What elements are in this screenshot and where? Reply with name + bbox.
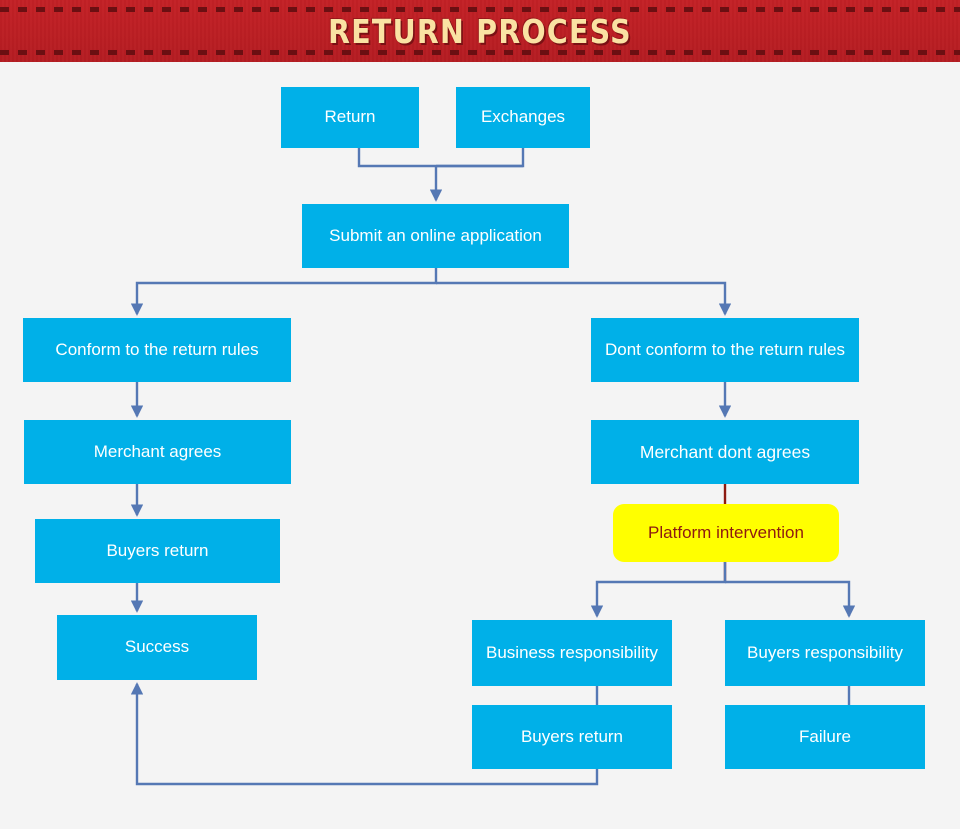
node-dont-conform-to-return-rules[interactable]: Dont conform to the return rules <box>591 318 859 382</box>
edge-return-to-submit <box>357 148 523 168</box>
edge-group-submit-split <box>130 268 732 316</box>
node-platform-intervention[interactable]: Platform intervention <box>613 504 839 562</box>
edge-group-platform-split <box>590 562 856 618</box>
edge-platform-to-buyersresp <box>725 580 856 618</box>
edge-submit-to-notconform <box>436 281 732 316</box>
node-submit-online-application[interactable]: Submit an online application <box>302 204 569 268</box>
node-merchant-dont-agrees[interactable]: Merchant dont agrees <box>591 420 859 484</box>
edge-group-bottom-chain <box>595 686 851 705</box>
node-exchanges[interactable]: Exchanges <box>456 87 590 148</box>
node-merchant-agrees[interactable]: Merchant agrees <box>24 420 291 484</box>
page-title: RETURN PROCESS <box>328 11 632 51</box>
node-buyers-return-right[interactable]: Buyers return <box>472 705 672 769</box>
banner-perforation-top <box>0 7 960 12</box>
node-failure[interactable]: Failure <box>725 705 925 769</box>
edge-submit-to-conform <box>130 268 438 316</box>
node-buyers-responsibility[interactable]: Buyers responsibility <box>725 620 925 686</box>
node-business-responsibility[interactable]: Business responsibility <box>472 620 672 686</box>
node-conform-to-return-rules[interactable]: Conform to the return rules <box>23 318 291 382</box>
node-success[interactable]: Success <box>57 615 257 680</box>
node-return[interactable]: Return <box>281 87 419 148</box>
edge-group-top-merge <box>357 148 525 202</box>
header-banner: RETURN PROCESS <box>0 0 960 62</box>
node-buyers-return-left[interactable]: Buyers return <box>35 519 280 583</box>
flowchart-canvas: Return Exchanges Submit an online applic… <box>0 62 960 829</box>
edge-exchanges-to-submit <box>436 148 525 168</box>
edge-platform-to-bizresp <box>590 562 727 618</box>
banner-perforation-bottom <box>0 50 960 55</box>
